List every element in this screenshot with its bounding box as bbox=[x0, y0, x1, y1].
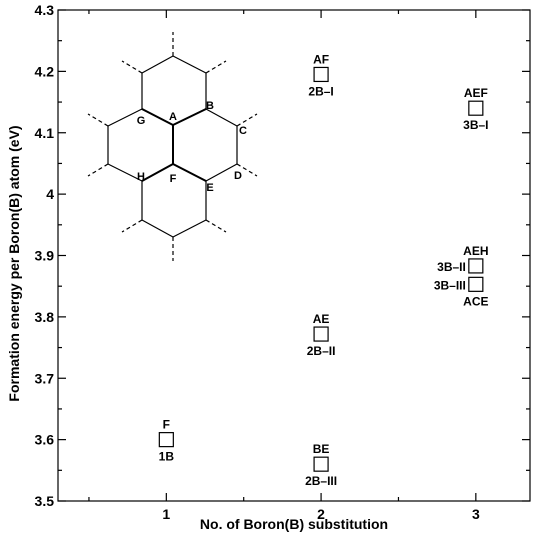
lattice-bond bbox=[107, 108, 143, 127]
lattice-site-label: E bbox=[206, 182, 213, 194]
lattice-bond bbox=[141, 219, 174, 238]
point-side-label: 3B–II bbox=[437, 260, 466, 274]
y-tick-label: 3.8 bbox=[35, 309, 55, 325]
tick-labels: 1 2 3 3.5 3.6 3.7 3.8 3.9 4 4.1 4.2 4.3 bbox=[35, 2, 480, 522]
y-tick-label: 3.9 bbox=[35, 248, 55, 264]
dangling-bond bbox=[87, 163, 109, 177]
y-tick-label: 4.2 bbox=[35, 63, 55, 79]
y-tick-label: 3.6 bbox=[35, 432, 55, 448]
point-top-label: F bbox=[163, 418, 170, 432]
point-bottom-label: 3B–I bbox=[463, 118, 488, 132]
open-square-point bbox=[158, 432, 174, 448]
lattice-bond bbox=[172, 163, 207, 182]
point-top-label: AEH bbox=[463, 244, 488, 258]
point-bottom-label: 1B bbox=[159, 450, 175, 464]
lattice-site-label: G bbox=[137, 115, 146, 127]
point-top-label: AEF bbox=[464, 86, 488, 100]
dangling-bond bbox=[121, 219, 143, 233]
dangling-bond bbox=[205, 219, 227, 233]
point-side-label: 3B–III bbox=[434, 278, 466, 292]
lattice-bond bbox=[172, 108, 207, 126]
point-bottom-label: 2B–I bbox=[308, 84, 333, 98]
point-bottom-label: 2B–III bbox=[305, 474, 337, 488]
data-points: F1BAF2B–IAE2B–IIBE2B–IIIAEF3B–IAEH3B–IIA… bbox=[159, 52, 489, 488]
axis-ticks bbox=[58, 9, 530, 502]
lattice-bond bbox=[205, 108, 238, 127]
lattice-bond bbox=[172, 219, 207, 238]
point-bottom-label: 2B–II bbox=[307, 344, 336, 358]
x-tick-label: 1 bbox=[162, 506, 170, 522]
lattice-bond bbox=[205, 163, 238, 182]
point-top-label: AE bbox=[313, 312, 330, 326]
y-tick-label: 3.5 bbox=[35, 493, 55, 509]
lattice-bond bbox=[141, 55, 174, 74]
dangling-bond bbox=[205, 60, 227, 74]
lattice-bond bbox=[172, 55, 207, 74]
open-square-point bbox=[468, 276, 484, 292]
y-tick-label: 4 bbox=[46, 186, 54, 202]
open-square-point bbox=[468, 258, 484, 274]
lattice-site-label: F bbox=[170, 173, 177, 185]
lattice-site-label: D bbox=[234, 170, 242, 182]
lattice-site-label: A bbox=[169, 111, 177, 123]
dangling-bond bbox=[236, 163, 258, 177]
open-square-point bbox=[468, 100, 484, 116]
point-top-label: BE bbox=[313, 442, 330, 456]
plot-frame bbox=[57, 9, 531, 502]
y-axis-title: Formation energy per Boron(B) atom (eV) bbox=[6, 125, 22, 401]
lattice-site-label: B bbox=[206, 100, 214, 112]
open-square-point bbox=[313, 326, 329, 342]
x-tick-label: 2 bbox=[317, 506, 325, 522]
x-tick-label: 3 bbox=[472, 506, 480, 522]
open-square-point bbox=[313, 456, 329, 472]
y-tick-label: 3.7 bbox=[35, 370, 55, 386]
lattice-site-label: H bbox=[137, 171, 145, 183]
dangling-bond bbox=[121, 60, 143, 74]
lattice-bond bbox=[141, 163, 174, 182]
lattice-site-label: C bbox=[239, 125, 247, 137]
y-tick-label: 4.3 bbox=[35, 2, 55, 18]
hexagonal-lattice-inset: A B C D E F G H bbox=[87, 32, 258, 261]
dangling-bond bbox=[236, 113, 258, 127]
open-square-point bbox=[313, 66, 329, 83]
x-axis-title: No. of Boron(B) substitution bbox=[200, 516, 388, 532]
lattice-bond bbox=[107, 163, 143, 182]
y-tick-label: 4.1 bbox=[35, 125, 55, 141]
lattice-bond bbox=[141, 108, 174, 126]
point-bottom-label: ACE bbox=[463, 294, 488, 308]
dangling-bond bbox=[87, 113, 109, 127]
point-top-label: AF bbox=[313, 52, 329, 66]
